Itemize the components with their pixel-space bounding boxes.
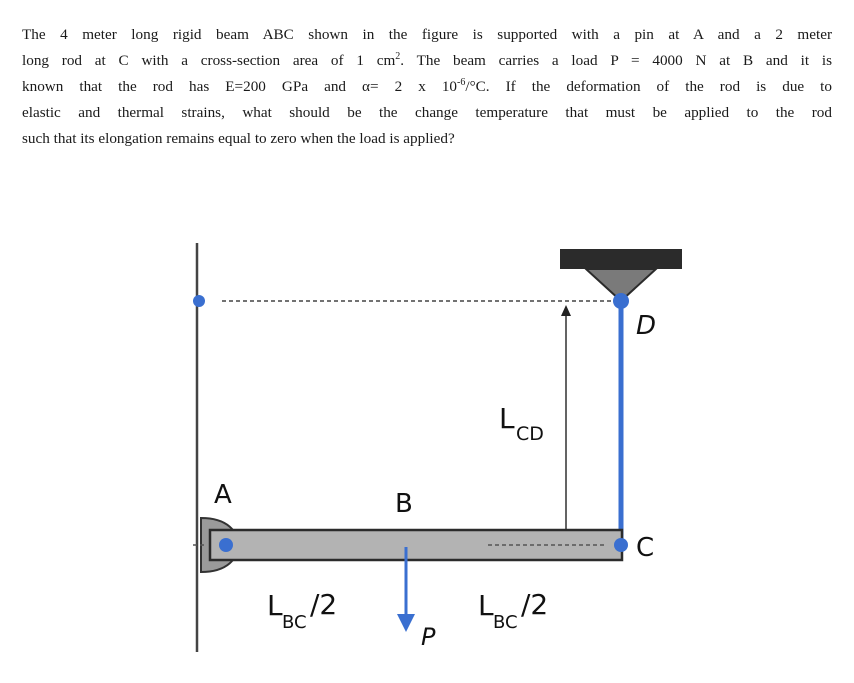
ceiling-support-triangle	[583, 268, 659, 303]
label-lbc-right-l: L	[478, 589, 494, 622]
problem-line-4: elastic and thermal strains, what should…	[22, 104, 832, 121]
label-lbc-left-l: L	[267, 589, 283, 622]
problem-line-2a: long rod at C with a cross-section area …	[22, 52, 396, 69]
label-lcd-sub: CD	[516, 423, 544, 445]
problem-line-1: The 4 meter long rigid beam ABC shown in…	[22, 26, 832, 43]
problem-line-3b: /°C. If the deformation of the rod is du…	[465, 78, 832, 95]
problem-line-3: known that the rod has E=200 GPa and α= …	[22, 74, 832, 100]
label-lbc-left-sub: BC	[282, 612, 307, 633]
label-lbc-right-sub: BC	[493, 612, 518, 633]
label-p: P	[421, 623, 436, 651]
label-lbc-left-half: /2	[310, 588, 337, 621]
label-c: C	[636, 533, 654, 563]
problem-line-3a: known that the rod has E=200 GPa and α= …	[22, 78, 458, 95]
label-lcd-l: L	[499, 402, 515, 435]
problem-line-2: long rod at C with a cross-section area …	[22, 48, 832, 74]
problem-line-2b: . The beam carries a load P = 4000 N at …	[400, 52, 832, 69]
wall-reference-dot	[193, 295, 205, 307]
lcd-arrow-top	[561, 305, 571, 316]
problem-statement: The 4 meter long rigid beam ABC shown in…	[22, 22, 832, 152]
pin-a	[219, 538, 233, 552]
area-exponent: 2	[395, 50, 401, 62]
pin-c	[614, 538, 628, 552]
load-p-arrowhead	[397, 614, 415, 632]
ceiling-support-bar	[560, 249, 682, 269]
alpha-exponent: -6	[457, 76, 466, 88]
label-lbc-right-half: /2	[521, 588, 548, 621]
pin-d	[613, 293, 629, 309]
problem-line-5: such that its elongation remains equal t…	[22, 130, 455, 147]
label-d: D	[636, 311, 656, 341]
label-a: A	[214, 480, 232, 510]
label-b: B	[395, 489, 413, 519]
